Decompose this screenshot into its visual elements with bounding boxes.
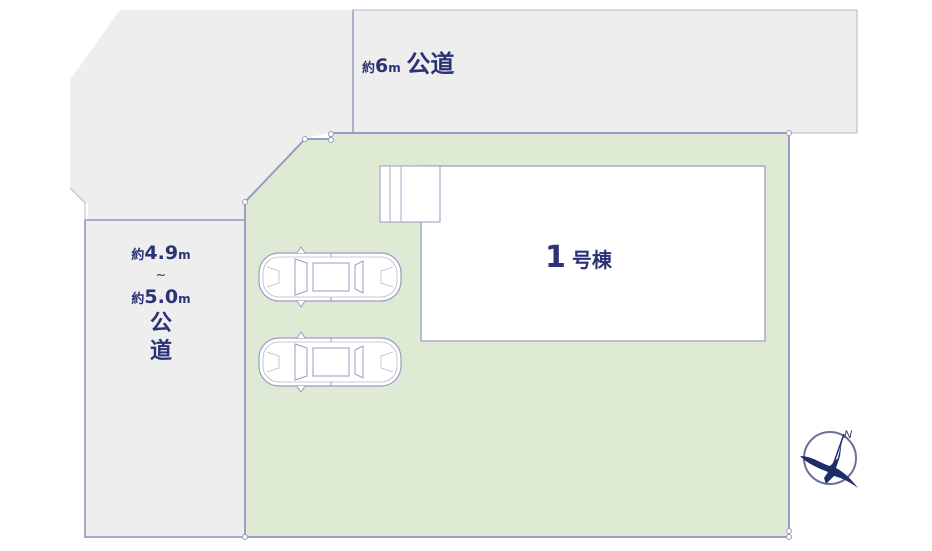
boundary-marker bbox=[328, 131, 334, 137]
road-type-char: 公 bbox=[149, 311, 172, 336]
road-type: 公道 bbox=[406, 50, 455, 78]
top-road bbox=[352, 9, 858, 134]
approx-prefix: 約 bbox=[362, 61, 376, 76]
approx-prefix: 約 bbox=[131, 292, 145, 307]
parked-car bbox=[258, 246, 402, 308]
road-type-char: 道 bbox=[149, 339, 172, 364]
svg-text:N: N bbox=[844, 429, 852, 441]
north-compass-icon: N bbox=[800, 429, 858, 488]
building-suffix: 号棟 bbox=[571, 248, 612, 272]
left-road-border bbox=[84, 220, 245, 538]
boundary-marker bbox=[242, 199, 248, 205]
road-width-max: 5.0 bbox=[144, 286, 179, 308]
road-width-unit: m bbox=[178, 248, 191, 262]
range-tilde: ~ bbox=[155, 268, 167, 283]
top-road-label: 約6m 公道 bbox=[362, 44, 454, 79]
left-road-label: 約4.9m ~ 約5.0m 公 道 bbox=[86, 244, 236, 369]
road-width-value: 6 bbox=[375, 55, 389, 77]
road-width-min: 4.9 bbox=[144, 242, 179, 264]
approx-prefix: 約 bbox=[131, 248, 145, 263]
corner-road-area bbox=[70, 10, 353, 220]
boundary-marker bbox=[242, 534, 248, 540]
building-1 bbox=[379, 165, 766, 342]
boundary-marker bbox=[786, 130, 792, 136]
boundary-marker bbox=[786, 528, 792, 534]
boundary-marker bbox=[328, 137, 334, 143]
boundary-marker bbox=[786, 534, 792, 540]
boundary-marker bbox=[302, 136, 308, 142]
road-width-unit: m bbox=[178, 292, 191, 306]
building-number: 1 bbox=[545, 240, 566, 275]
parked-car bbox=[258, 331, 402, 393]
corner-left-edge bbox=[69, 187, 86, 220]
left-road bbox=[85, 220, 245, 537]
road-width-unit: m bbox=[388, 61, 401, 75]
